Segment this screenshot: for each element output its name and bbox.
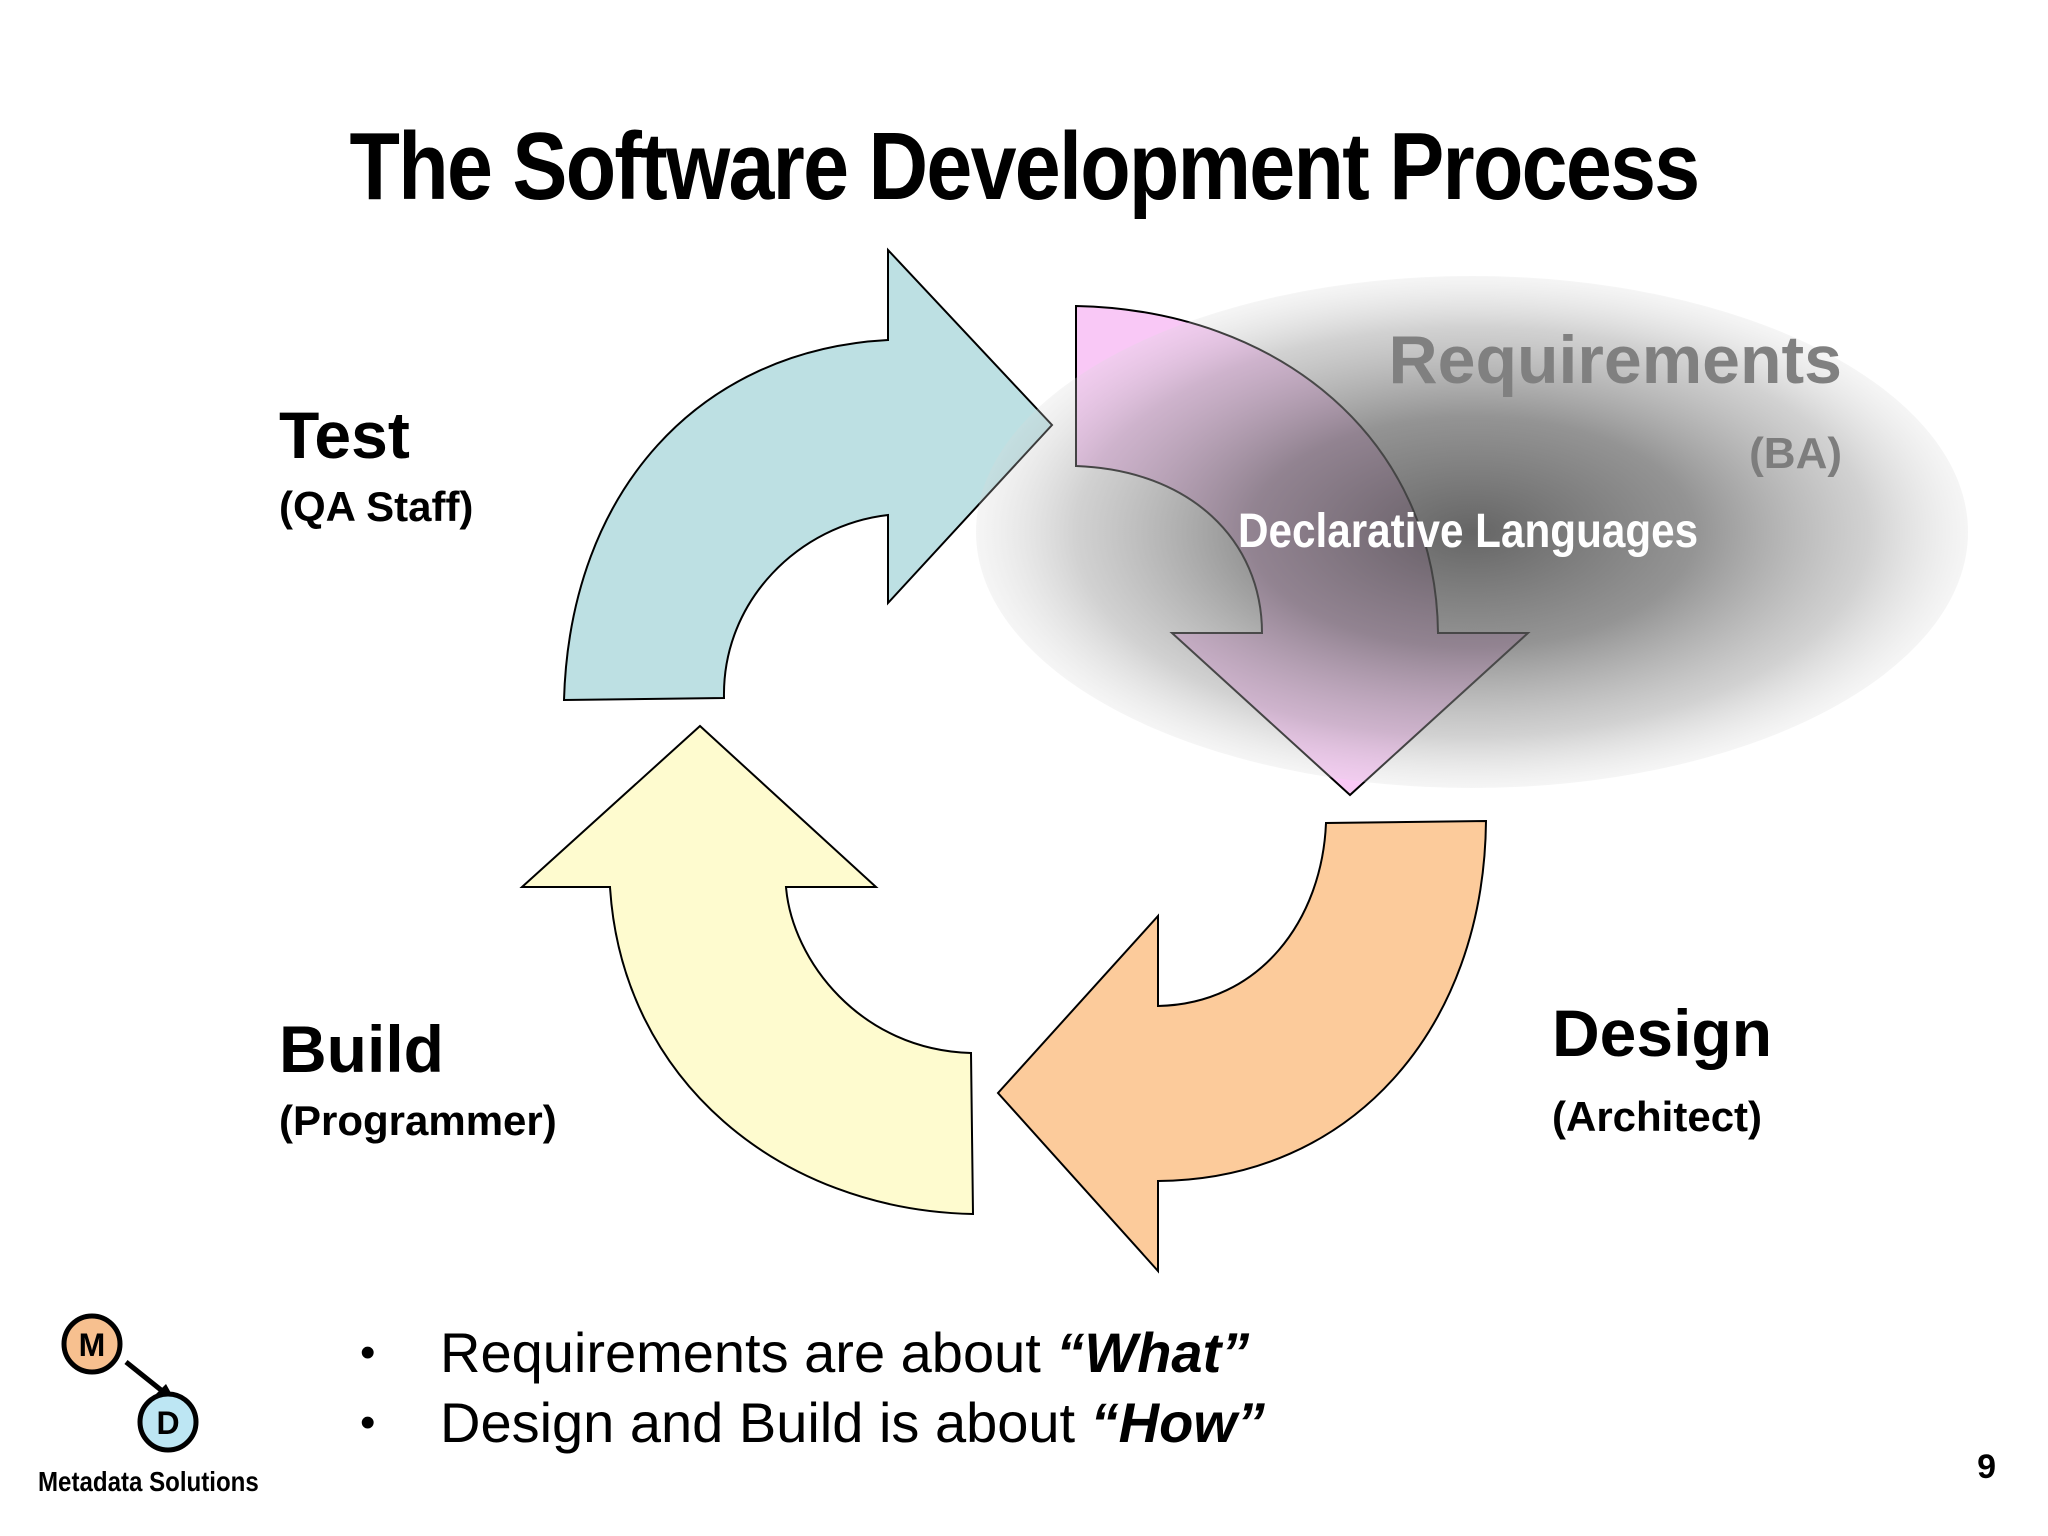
bullet-item: • Requirements are about “What” xyxy=(360,1318,1265,1388)
bullet-text: Requirements are about xyxy=(440,1321,1057,1384)
bullet-glyph: • xyxy=(360,1398,376,1447)
role-design-who: (Architect) xyxy=(1552,1093,1763,1140)
page-number: 9 xyxy=(1977,1448,1996,1486)
requirements-ellipse xyxy=(976,276,1968,788)
role-test: Test (QA Staff) xyxy=(279,402,473,528)
logo-m-letter: M xyxy=(79,1327,106,1363)
page-title: The Software Development Process xyxy=(349,113,1701,220)
role-design: Design (Architect) xyxy=(1552,1000,1772,1138)
bullet-glyph: • xyxy=(360,1328,376,1377)
role-requirements-name: Requirements xyxy=(1388,322,1842,398)
role-build-name: Build xyxy=(279,1012,444,1086)
bullet-list: • Requirements are about “What” • Design… xyxy=(360,1318,1265,1458)
test-arrow xyxy=(562,247,1054,702)
role-test-who: (QA Staff) xyxy=(279,483,474,530)
role-build: Build (Programmer) xyxy=(279,1016,557,1142)
logo-m-circle xyxy=(61,1313,123,1375)
build-arrow xyxy=(519,724,975,1216)
bullet-item: • Design and Build is about “How” xyxy=(360,1388,1265,1458)
logo-d-circle xyxy=(137,1391,199,1453)
bullet-text: Design and Build is about xyxy=(440,1391,1091,1454)
declarative-languages-label: Declarative Languages xyxy=(1238,505,1699,558)
logo-d-letter: D xyxy=(156,1405,179,1441)
bullet-emphasis: “How” xyxy=(1090,1391,1265,1454)
role-build-who: (Programmer) xyxy=(279,1097,557,1144)
logo-caption: Metadata Solutions xyxy=(38,1466,259,1497)
role-design-name: Design xyxy=(1552,996,1773,1070)
bullet-emphasis: “What” xyxy=(1056,1321,1250,1384)
metadata-solutions-logo: M D xyxy=(61,1313,199,1453)
design-arrow xyxy=(996,819,1488,1274)
role-test-name: Test xyxy=(279,398,410,472)
role-requirements-who: (BA) xyxy=(1749,429,1842,478)
